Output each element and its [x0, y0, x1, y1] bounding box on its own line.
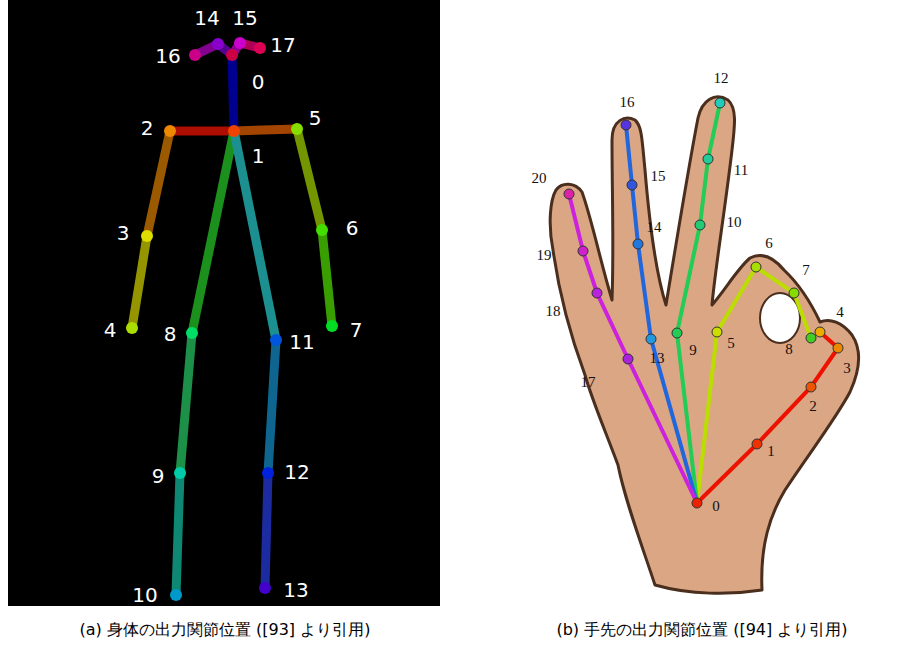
body-joint-number: 2 — [141, 118, 154, 138]
body-joints — [126, 37, 338, 601]
hand-joint-number: 12 — [714, 71, 729, 86]
hand-joint-number: 5 — [727, 336, 735, 351]
hand-joint-number: 6 — [765, 236, 773, 251]
hand-joint-number: 19 — [537, 248, 552, 263]
body-joint-number: 14 — [194, 8, 219, 28]
hand-joint-number: 1 — [767, 444, 775, 459]
hand-joint-number: 15 — [651, 169, 666, 184]
hand-joint-number: 17 — [581, 375, 596, 390]
hand-joint-number: 0 — [712, 499, 720, 514]
body-joint-number: 13 — [283, 580, 308, 600]
body-joint-number: 12 — [284, 462, 309, 482]
hand-joints — [564, 98, 843, 508]
hand-joint-number: 9 — [689, 343, 697, 358]
body-joint-number: 1 — [252, 146, 265, 166]
body-joint-number: 11 — [289, 332, 314, 352]
hand-joint-number: 10 — [727, 215, 742, 230]
body-joint-number: 17 — [270, 35, 295, 55]
hand-silhouette — [550, 97, 858, 593]
hand-joint-number: 18 — [546, 304, 561, 319]
body-joint-number: 15 — [232, 8, 257, 28]
body-joint-number: 3 — [117, 223, 130, 243]
hand-joint-number: 8 — [785, 342, 793, 357]
body-joint-number: 0 — [252, 72, 265, 92]
body-joint-number: 4 — [104, 320, 117, 340]
hand-skeleton — [569, 103, 838, 503]
body-joint-number: 9 — [152, 466, 165, 486]
hand-joint-number: 13 — [650, 351, 665, 366]
subfigure-caption: (b) 手先の出力関節位置 ([94] より引用) — [556, 622, 847, 638]
body-joint-number: 7 — [350, 320, 363, 340]
hand-joint-number: 11 — [734, 163, 748, 178]
body-joint-number: 16 — [155, 46, 180, 66]
body-panel — [8, 0, 440, 606]
hand-joint-number: 2 — [809, 399, 817, 414]
subfigure-caption: (a) 身体の出力関節位置 ([93] より引用) — [80, 622, 371, 638]
hand-joint-number: 20 — [532, 171, 547, 186]
body-joint-number: 5 — [309, 108, 322, 128]
hand-joint-number: 14 — [647, 220, 662, 235]
finger-gap — [760, 293, 800, 343]
hand-joint-number: 16 — [620, 95, 635, 110]
hand-joint-number: 4 — [836, 305, 844, 320]
body-joint-number: 10 — [132, 585, 157, 605]
body-joint-number: 8 — [164, 324, 177, 344]
hand-joint-number: 3 — [843, 361, 851, 376]
hand-joint-number: 7 — [802, 263, 810, 278]
body-joint-number: 6 — [346, 218, 359, 238]
body-skeleton — [132, 43, 332, 595]
